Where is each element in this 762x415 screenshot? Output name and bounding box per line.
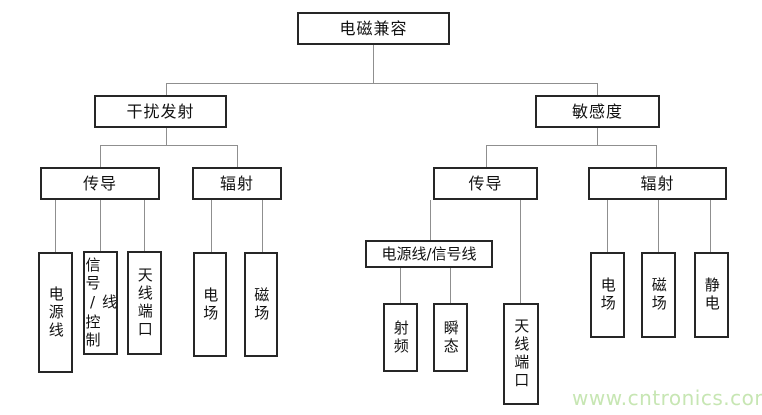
node-susceptibility-radiated: 辐射 [588,167,727,200]
connector-line [597,128,598,145]
connector-line [520,200,521,303]
connector-line [710,200,711,252]
connector-line [55,200,56,252]
node-susceptibility-conducted: 传导 [433,167,538,200]
connector-line [373,45,374,83]
connector-line [166,83,598,84]
connector-line [400,268,401,303]
connector-line [100,200,101,251]
connector-line [166,83,167,95]
connector-line [262,200,263,252]
connector-line [597,83,598,95]
node-mfield-emission: 磁场 [244,252,278,357]
node-signal-control-line: 信号/控制线 [83,251,118,355]
node-susceptibility: 敏感度 [535,95,660,128]
node-efield-emission: 电场 [193,252,227,357]
node-emc-root: 电磁兼容 [297,12,450,45]
connector-line [100,145,101,167]
node-efield-susceptibility: 电场 [590,252,625,338]
node-power-line: 电源线 [38,252,73,373]
node-emission-radiated: 辐射 [192,167,282,200]
connector-line [237,145,238,167]
connector-line [486,145,656,146]
node-interference-emission: 干扰发射 [94,95,227,128]
connector-line [658,200,659,252]
node-power-signal-line: 电源线/信号线 [365,240,493,268]
node-emission-conducted: 传导 [40,167,160,200]
connector-line [211,200,212,252]
connector-line [656,145,657,167]
node-antenna-port-emission: 天线端口 [127,251,162,355]
watermark-text: www.cntronics.com [572,386,762,410]
node-transient: 瞬态 [433,303,468,372]
node-esd: 静电 [694,252,729,338]
connector-line [430,200,431,240]
connector-line [166,128,167,145]
connector-line [450,268,451,303]
node-antenna-port-susceptibility: 天线端口 [503,303,539,405]
node-rf: 射频 [383,303,418,372]
connector-line [607,200,608,252]
connector-line [100,145,237,146]
connector-line [486,145,487,167]
connector-line [144,200,145,251]
node-mfield-susceptibility: 磁场 [641,252,676,338]
